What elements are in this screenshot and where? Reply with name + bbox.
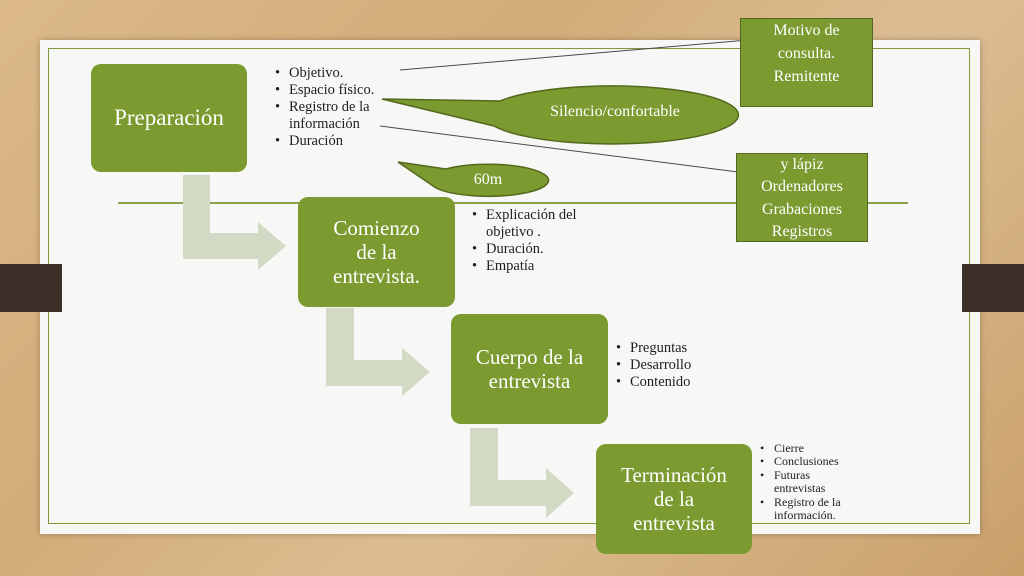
bullet-item: Desarrollo — [616, 357, 736, 374]
bullet-item: Duración — [275, 133, 405, 150]
step-terminacion-box: Terminación de la entrevista — [596, 444, 752, 554]
step-comienzo-bullets: Explicación del objetivo . Duración. Emp… — [472, 207, 584, 276]
bullet-item: Futuras entrevistas — [760, 468, 860, 496]
bullet-item: Duración. — [472, 241, 584, 258]
silencio-callout-text: Silencio/confortable — [550, 103, 680, 120]
duracion-callout-text: 60m — [473, 171, 503, 188]
bullet-item: Registro de la información. — [760, 495, 860, 523]
step-cuerpo-bullets: Preguntas Desarrollo Contenido — [616, 340, 736, 391]
line-objetivo-to-motivo — [399, 39, 749, 71]
bullet-item: Objetivo. — [275, 65, 405, 82]
bullet-item: Explicación del objetivo . — [472, 207, 584, 241]
arrow-step3-to-step4 — [470, 428, 574, 518]
step-comienzo-title: Comienzo de la entrevista. — [333, 215, 420, 289]
registros-note-box: y lápiz Ordenadores Grabaciones Registro… — [736, 153, 868, 242]
horizontal-divider-line — [118, 202, 908, 204]
bullet-item: Preguntas — [616, 340, 736, 357]
bullet-item: Registro de la información — [275, 99, 405, 133]
step-cuerpo-box: Cuerpo de la entrevista — [451, 314, 608, 424]
step-terminacion-title: Terminación de la entrevista — [621, 462, 727, 536]
duracion-callout-bubble — [397, 161, 550, 198]
silencio-callout-bubble — [381, 85, 740, 145]
arrow-step2-to-step3 — [326, 308, 430, 396]
bullet-item: Empatía — [472, 258, 584, 275]
bullet-item: Conclusiones — [760, 454, 860, 469]
arrow-step1-to-step2 — [183, 175, 286, 270]
step-terminacion-bullets: Cierre Conclusiones Futuras entrevistas … — [760, 441, 860, 523]
motivo-note-box: Motivo de consulta. Remitente — [740, 18, 873, 107]
bullet-item: Cierre — [760, 441, 860, 456]
step-preparacion-bullets: Objetivo. Espacio físico. Registro de la… — [275, 65, 405, 151]
bullet-item: Contenido — [616, 374, 736, 391]
step-comienzo-box: Comienzo de la entrevista. — [298, 197, 455, 307]
step-preparacion-box: Preparación — [91, 64, 247, 172]
right-binder-clip — [962, 264, 1024, 312]
line-registro-to-registros — [379, 125, 739, 173]
step-cuerpo-title: Cuerpo de la entrevista — [475, 344, 584, 393]
motivo-note-text: Motivo de consulta. Remitente — [773, 22, 840, 86]
left-binder-clip — [0, 264, 62, 312]
bullet-item: Espacio físico. — [275, 82, 405, 99]
step-preparacion-title: Preparación — [114, 104, 224, 130]
registros-note-text: y lápiz Ordenadores Grabaciones Registro… — [761, 156, 843, 241]
